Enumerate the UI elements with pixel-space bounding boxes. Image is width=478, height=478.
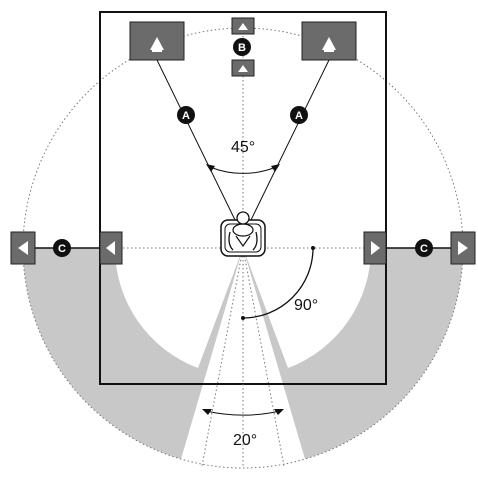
speaker-surround-right-inner — [363, 231, 387, 265]
rear-angle-label: 20° — [233, 432, 257, 449]
speaker-surround-right-outer — [450, 231, 476, 265]
marker-c-right: C — [415, 239, 433, 257]
marker-c-left: C — [53, 239, 71, 257]
marker-a-right: A — [290, 106, 308, 124]
speaker-icon — [238, 65, 248, 72]
marker-a-right-label: A — [295, 110, 303, 122]
speaker-icon — [18, 241, 28, 255]
marker-a-left: A — [177, 106, 195, 124]
side-angle-label: 90° — [294, 297, 318, 314]
listener-icon — [220, 211, 266, 257]
marker-b-label: B — [238, 42, 246, 54]
marker-b: B — [233, 38, 251, 56]
rear-angle-line-left — [201, 247, 244, 467]
marker-c-left-label: C — [58, 243, 66, 255]
speaker-surround-left-inner — [99, 231, 123, 265]
speaker-icon — [322, 37, 336, 50]
speaker-center-top — [231, 17, 255, 35]
front-angle-arrow-right — [271, 164, 280, 172]
side-angle-dot-bottom — [241, 316, 245, 320]
speaker-icon — [371, 241, 380, 255]
rear-angle-arrow-left — [202, 409, 212, 415]
speaker-icon — [106, 241, 115, 255]
rear-angle-line-right — [242, 247, 285, 467]
speaker-icon — [150, 37, 164, 50]
speaker-icon — [458, 241, 468, 255]
inner-clear-right — [243, 248, 372, 368]
speaker-surround-left-outer — [10, 231, 36, 265]
front-angle-label: 45° — [231, 139, 255, 156]
side-angle-dot-top — [311, 246, 315, 250]
front-angle-arrow-left — [206, 164, 215, 172]
front-right-line — [249, 59, 330, 223]
side-angle-arc — [242, 247, 314, 319]
speaker-icon — [238, 23, 248, 30]
rear-angle-arrow-right — [274, 409, 284, 415]
marker-a-left-label: A — [182, 110, 190, 122]
speaker-front-right — [301, 21, 357, 61]
speaker-center-bottom — [231, 59, 255, 77]
rear-angle-arc — [205, 410, 281, 416]
speaker-front-left — [129, 21, 185, 61]
inner-clear-left — [114, 248, 244, 368]
front-left-line — [156, 59, 237, 223]
front-angle-arc — [209, 166, 277, 174]
marker-c-right-label: C — [420, 243, 428, 255]
